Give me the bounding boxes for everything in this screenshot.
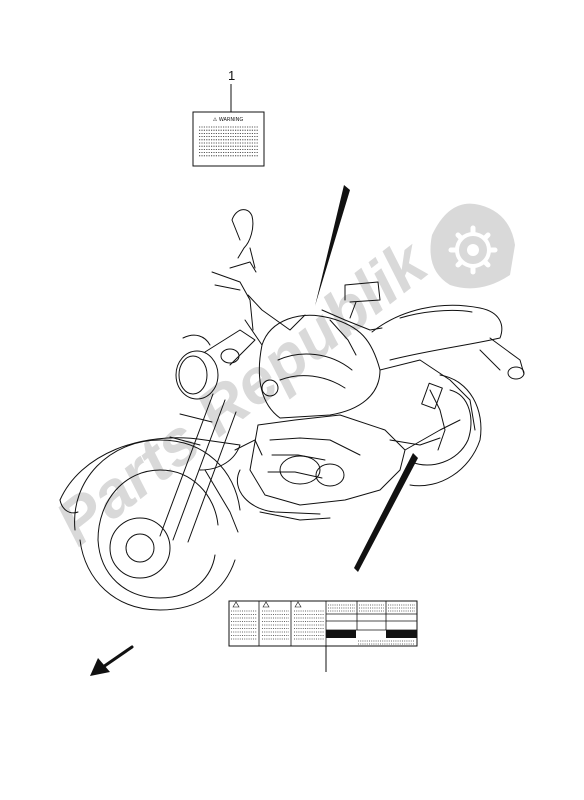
warning-label: ⚠ WARNING [192,111,265,167]
front-direction-arrow [90,645,134,676]
watermark-text: Parts Republik [42,224,442,559]
motorcycle-drawing [59,209,525,611]
leader-wedge-lower [354,453,418,572]
info-label-warning-icons [232,601,302,608]
callout-number-1: 1 [228,68,235,83]
warning-label-heading: ⚠ WARNING [213,117,244,123]
leader-wedge-upper [315,185,350,306]
warning-label-text-lines [199,126,258,157]
info-label [228,600,418,647]
watermark: Parts Republik [42,203,515,559]
gear-icon [430,203,515,289]
info-label-text-lines [231,604,415,645]
